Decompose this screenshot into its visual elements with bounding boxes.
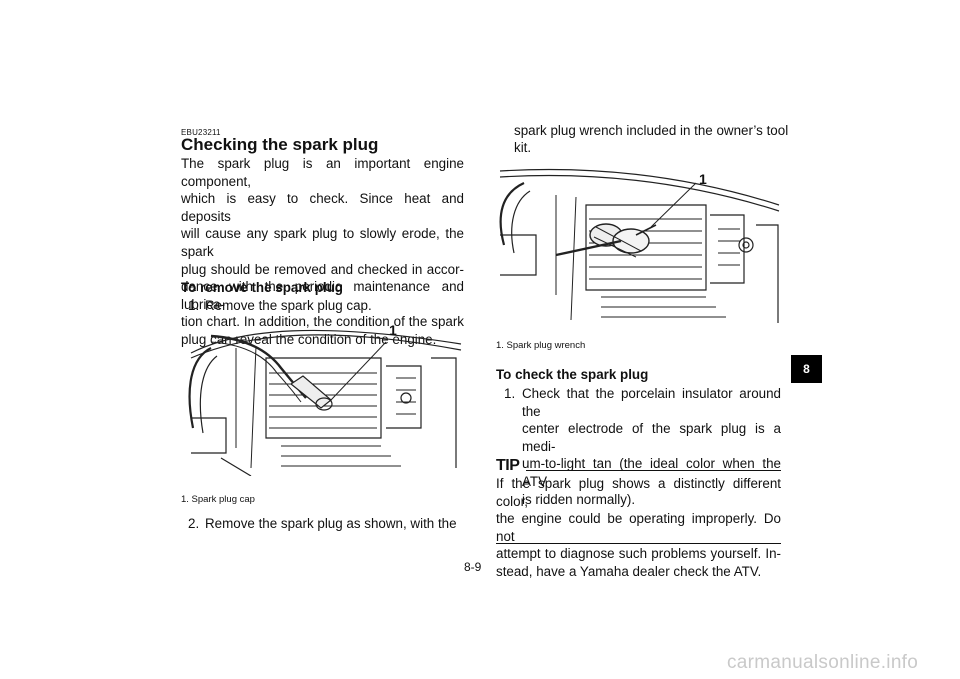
tip-line: stead, have a Yamaha dealer check the AT… xyxy=(496,563,762,579)
step-number: 1. xyxy=(504,386,516,401)
step-number: 2. xyxy=(188,516,200,531)
watermark: carmanualsonline.info xyxy=(727,652,919,673)
figure1-callout: 1 xyxy=(389,322,397,338)
step-text: Remove the spark plug cap. xyxy=(205,298,372,313)
document-code: EBU23211 xyxy=(181,128,221,137)
tip-label: TIP xyxy=(496,457,520,474)
tip-line: the engine could be operating improperly… xyxy=(496,511,781,544)
figure-spark-plug-cap xyxy=(181,318,463,476)
figure2-callout: 1 xyxy=(699,171,707,187)
tip-line: attempt to diagnose such problems yourse… xyxy=(496,546,781,562)
check-step-text: Check that the porcelain insulator aroun… xyxy=(522,385,781,508)
remove-heading: To remove the spark plug xyxy=(181,280,343,295)
check-line: center electrode of the spark plug is a … xyxy=(522,421,781,454)
engine-illustration xyxy=(499,168,780,323)
intro-line: plug should be removed and checked in ac… xyxy=(181,261,464,277)
check-heading: To check the spark plug xyxy=(496,367,649,382)
figure1-caption: 1. Spark plug cap xyxy=(181,494,255,505)
intro-line: which is easy to check. Since heat and d… xyxy=(181,191,464,224)
step-text-continued: spark plug wrench included in the owner’… xyxy=(514,123,789,138)
figure-spark-plug-wrench xyxy=(496,165,781,323)
tip-bottom-rule xyxy=(496,543,781,544)
step-number: 1. xyxy=(188,298,200,313)
chapter-tab: 8 xyxy=(791,355,822,383)
intro-line: dance with the periodic maintenance and … xyxy=(181,279,464,312)
check-line: Check that the porcelain insulator aroun… xyxy=(522,386,781,419)
step-text-continued: kit. xyxy=(514,140,532,155)
check-line: um-to-light tan (the ideal color when th… xyxy=(522,456,781,489)
intro-line: tion chart. In addition, the condition o… xyxy=(181,314,464,330)
page-number: 8-9 xyxy=(464,560,482,574)
check-line: is ridden normally). xyxy=(522,491,636,507)
intro-line: will cause any spark plug to slowly erod… xyxy=(181,226,464,259)
tip-line: If the spark plug shows a distinctly dif… xyxy=(496,476,781,509)
engine-illustration xyxy=(188,329,462,476)
tip-text: If the spark plug shows a distinctly dif… xyxy=(496,475,781,581)
figure2-caption: 1. Spark plug wrench xyxy=(496,340,586,351)
tip-top-rule xyxy=(526,470,781,471)
section-title: Checking the spark plug xyxy=(181,135,379,154)
intro-line: The spark plug is an important engine co… xyxy=(181,156,464,189)
step-text: Remove the spark plug as shown, with the xyxy=(205,516,457,531)
